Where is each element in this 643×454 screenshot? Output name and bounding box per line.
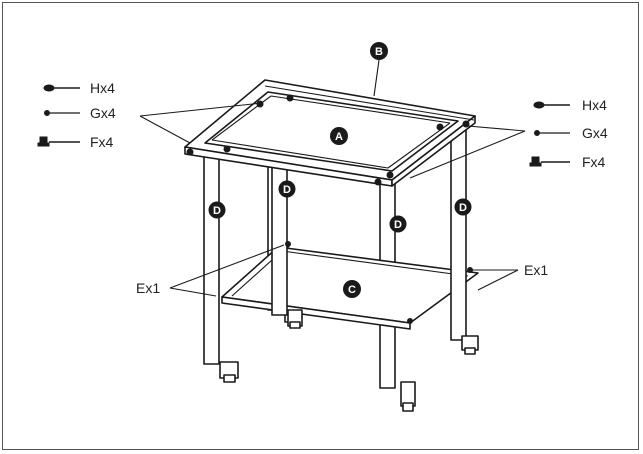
diagram-frame — [2, 2, 639, 450]
washer-icon — [44, 110, 80, 116]
foot-icon — [529, 156, 570, 167]
badge-leg-middle: D — [278, 180, 296, 198]
callout-lines — [139, 59, 526, 297]
top-frame — [184, 79, 476, 187]
bolt-icon — [43, 84, 80, 92]
badge-letter-undershelf: C — [348, 284, 356, 296]
badge-letter-top-frame: B — [375, 46, 383, 58]
foot-icon — [37, 136, 80, 147]
badge-letter-leg: D — [283, 184, 291, 196]
badge-undershelf: C — [343, 280, 361, 298]
badge-leg-back-right: D — [389, 215, 407, 233]
callout-label-ex-right: Ex1 — [524, 262, 548, 278]
part-label-g-right: Gx4 — [582, 125, 608, 141]
part-label-h-right: Hx4 — [582, 97, 607, 113]
leg-front-right — [450, 125, 479, 355]
washer-icon — [534, 130, 570, 136]
badge-leg-front-right: D — [454, 198, 472, 216]
badge-worktop: A — [330, 127, 348, 145]
badge-letter-leg: D — [394, 219, 402, 231]
leg-front-left — [203, 149, 239, 383]
bolt-icon — [533, 101, 570, 109]
badge-letter-worktop: A — [335, 131, 343, 143]
callout-label-ex-left: Ex1 — [136, 280, 160, 296]
part-label-g-left: Gx4 — [90, 105, 116, 121]
part-label-f-right: Fx4 — [582, 154, 606, 170]
part-label-f-left: Fx4 — [90, 134, 114, 150]
badge-letter-leg: D — [213, 205, 221, 217]
part-label-h-left: Hx4 — [90, 80, 115, 96]
badge-letter-leg: D — [459, 202, 467, 214]
badge-leg-front-left: D — [208, 201, 226, 219]
badge-top-frame: B — [370, 42, 388, 60]
